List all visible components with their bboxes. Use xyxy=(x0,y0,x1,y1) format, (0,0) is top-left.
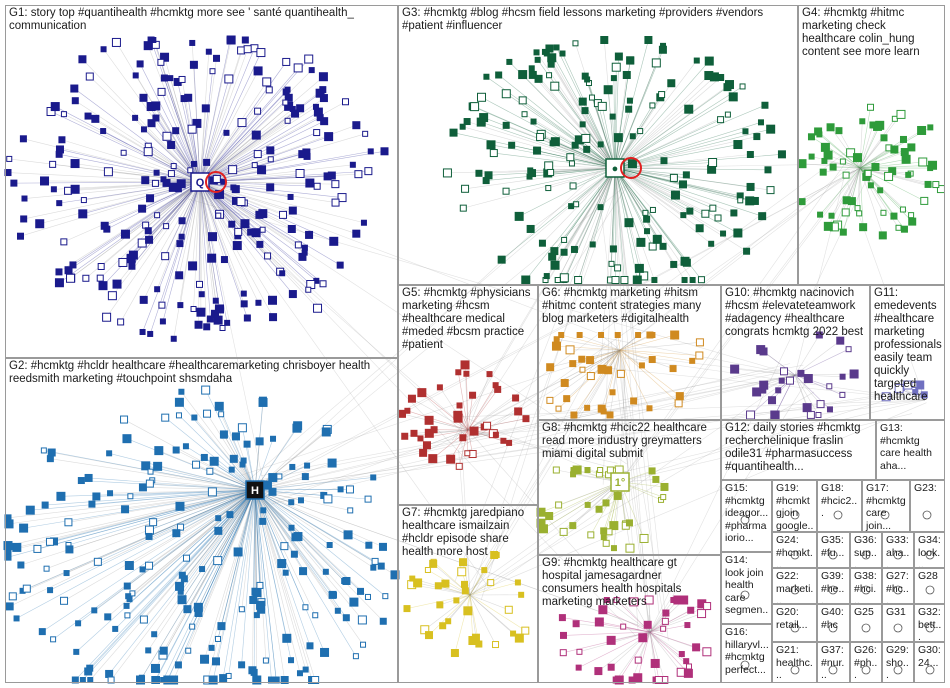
group-panel-g3: G3: #hcmktg #blog #hcsm field lessons ma… xyxy=(398,5,798,285)
group-label-g10: G10: #hcmktg nacinovich #hcsm #elevatete… xyxy=(725,287,867,339)
group-panel-g39: G39: #he... xyxy=(817,568,850,604)
group-label-g4: G4: #hcmktg #hitmc marketing check healt… xyxy=(802,7,942,59)
group-label-g26: G26: #ph... xyxy=(854,644,879,682)
group-label-g39: G39: #he... xyxy=(821,570,847,604)
group-panel-g15: G15: #hcmktg ideagor... #pharma iorio... xyxy=(721,480,772,552)
group-label-g2: G2: #hcmktg #hcldr healthcare #healthcar… xyxy=(9,360,395,386)
group-panel-g19: G19: #hcmktgjoin google... xyxy=(772,480,817,532)
group-label-g25: G25 xyxy=(854,606,879,619)
group-panel-g24: G24: #hcmkt... xyxy=(772,532,817,568)
group-label-g22: G22: marketi... xyxy=(776,570,814,604)
group-panel-g40: G40: #hc xyxy=(817,604,850,642)
group-label-g28: G28 xyxy=(918,570,942,583)
group-label-g36: G36: sup... xyxy=(854,534,879,568)
group-panel-g7: G7: #hcmktg jaredpiano healthcare ismail… xyxy=(398,505,538,683)
group-panel-g35: G35: #fu... xyxy=(817,532,850,568)
group-panel-g28: G28 xyxy=(914,568,945,604)
group-label-g21: G21: healthc... xyxy=(776,644,814,682)
group-panel-g12: G12: daily stories #hcmktg recherchelini… xyxy=(721,420,876,480)
group-label-g13: G13: #hcmktg care health aha... xyxy=(880,422,942,472)
group-panel-g23: G23: xyxy=(910,480,945,532)
group-panel-g6: G6: #hcmktg marketing #hitsm #hitmc cont… xyxy=(538,285,721,420)
group-label-g5: G5: #hcmktg #physicians marketing #hcsm … xyxy=(402,287,535,352)
group-panel-g17: G17: #hcmktgcare join... xyxy=(862,480,910,532)
group-panel-g18: G18: #hcic2... xyxy=(817,480,862,532)
group-label-g9: G9: #hcmktg healthcare gt hospital james… xyxy=(542,557,718,609)
group-panel-g11: G11: emedevents #healthcare marketing pr… xyxy=(870,285,945,420)
group-label-g35: G35: #fu... xyxy=(821,534,847,559)
group-panel-g21: G21: healthc... xyxy=(772,642,817,683)
group-panel-g34: G34: look... xyxy=(914,532,945,568)
group-label-g7: G7: #hcmktg jaredpiano healthcare ismail… xyxy=(402,507,535,559)
group-label-g23: G23: xyxy=(914,482,942,495)
group-label-g40: G40: #hc xyxy=(821,606,847,631)
group-panel-g2: G2: #hcmktg #hcldr healthcare #healthcar… xyxy=(5,358,398,683)
group-panel-g30: G30: 24... xyxy=(914,642,945,683)
group-label-g16: G16: hillaryvl... #hcmktg perfect... xyxy=(725,626,769,676)
group-panel-g10: G10: #hcmktg nacinovich #hcsm #elevatete… xyxy=(721,285,870,420)
group-panel-g31: G31 xyxy=(882,604,914,642)
group-label-g20: G20: retail... xyxy=(776,606,814,631)
group-panel-g5: G5: #hcmktg #physicians marketing #hcsm … xyxy=(398,285,538,505)
group-label-g33: G33: aha... xyxy=(886,534,911,568)
group-panel-g37: G37: #nur... xyxy=(817,642,850,683)
group-label-g8: G8: #hcmktg #hcic22 healthcare read more… xyxy=(542,422,718,461)
group-panel-g22: G22: marketi... xyxy=(772,568,817,604)
group-label-g29: G29: sho... xyxy=(886,644,911,682)
group-label-g11: G11: emedevents #healthcare marketing pr… xyxy=(874,287,942,404)
group-label-g14: G14: look join health care segmen... xyxy=(725,554,769,624)
group-label-g15: G15: #hcmktg ideagor... #pharma iorio... xyxy=(725,482,769,545)
group-label-g1: G1: story top #quantihealth #hcmktg more… xyxy=(9,7,395,33)
group-panel-g9: G9: #hcmktg healthcare gt hospital james… xyxy=(538,555,721,683)
group-panel-g16: G16: hillaryvl... #hcmktg perfect... xyxy=(721,624,772,683)
group-label-g24: G24: #hcmkt... xyxy=(776,534,814,568)
group-panel-g36: G36: sup... xyxy=(850,532,882,568)
group-panel-g25: G25 xyxy=(850,604,882,642)
group-panel-g4: G4: #hcmktg #hitmc marketing check healt… xyxy=(798,5,945,285)
group-label-g12: G12: daily stories #hcmktg recherchelini… xyxy=(725,422,873,474)
group-panel-g8: G8: #hcmktg #hcic22 healthcare read more… xyxy=(538,420,721,555)
group-label-g37: G37: #nur... xyxy=(821,644,847,682)
group-panel-g29: G29: sho... xyxy=(882,642,914,683)
group-label-g27: G27: #hc... xyxy=(886,570,911,604)
group-panel-g33: G33: aha... xyxy=(882,532,914,568)
group-panel-g32: G32: bett... xyxy=(914,604,945,642)
group-label-g19: G19: #hcmktgjoin google... xyxy=(776,482,814,532)
group-panel-g20: G20: retail... xyxy=(772,604,817,642)
group-label-g30: G30: 24... xyxy=(918,644,942,669)
group-panel-g1: G1: story top #quantihealth #hcmktg more… xyxy=(5,5,398,358)
group-label-g31: G31 xyxy=(886,606,911,619)
group-label-g38: G38: #hci... xyxy=(854,570,879,604)
group-panel-g38: G38: #hci... xyxy=(850,568,882,604)
group-label-g6: G6: #hcmktg marketing #hitsm #hitmc cont… xyxy=(542,287,718,326)
group-label-g18: G18: #hcic2... xyxy=(821,482,859,520)
group-panel-g26: G26: #ph... xyxy=(850,642,882,683)
group-panel-g27: G27: #hc... xyxy=(882,568,914,604)
group-label-g32: G32: bett... xyxy=(918,606,942,642)
group-label-g17: G17: #hcmktgcare join... xyxy=(866,482,907,532)
group-label-g3: G3: #hcmktg #blog #hcsm field lessons ma… xyxy=(402,7,795,33)
group-panel-g13: G13: #hcmktg care health aha... xyxy=(876,420,945,480)
group-panel-g14: G14: look join health care segmen... xyxy=(721,552,772,624)
group-label-g34: G34: look... xyxy=(918,534,942,568)
